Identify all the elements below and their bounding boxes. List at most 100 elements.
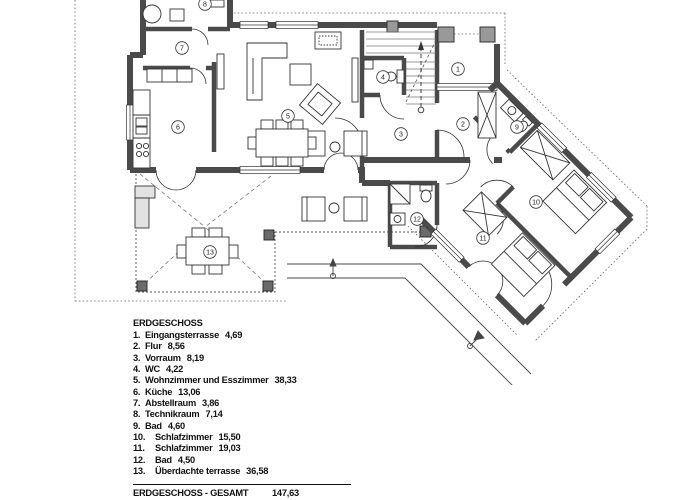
- ottoman: [298, 82, 342, 126]
- dining-set: [247, 119, 317, 167]
- terrace-post: [136, 280, 148, 292]
- room-area: 4,22: [166, 363, 184, 374]
- stove-burners: [135, 142, 150, 158]
- room-area: 36,58: [246, 465, 269, 476]
- room-marker: 1: [451, 62, 465, 76]
- kitchen-counter: [132, 68, 193, 169]
- terrace-post: [262, 280, 274, 292]
- room-marker-number: 4: [381, 75, 385, 82]
- room-name: WC: [145, 363, 160, 374]
- room-area: 4,60: [167, 420, 185, 431]
- room-area: 8,56: [167, 341, 185, 352]
- room-marker-circle: [281, 109, 295, 123]
- room-number: 6.: [133, 386, 141, 397]
- roof-overhang-outline: [74, 0, 648, 343]
- room-area: 19,03: [218, 443, 241, 454]
- room-area: 4,50: [177, 454, 195, 465]
- room-number: 13.: [133, 465, 146, 476]
- legend-total-value: 147,63: [272, 488, 299, 498]
- living-room-furniture: [216, 31, 368, 167]
- room-marker-number: 10: [532, 200, 540, 207]
- porch-piers: [386, 20, 496, 43]
- room-name: Technikraum: [145, 409, 200, 420]
- room-marker: 11: [476, 231, 490, 245]
- room-name: Vorraum: [145, 352, 181, 363]
- hall-wardrobe: [477, 91, 497, 139]
- room-marker-number: 12: [413, 217, 421, 224]
- room-number: 1.: [133, 329, 141, 340]
- outdoor-fireplace: [134, 185, 156, 229]
- legend-row: 9. Bad 4,60: [133, 421, 297, 432]
- room-marker-number: 11: [479, 236, 486, 243]
- room-marker: 7: [175, 41, 189, 55]
- room-number: 5.: [133, 375, 141, 386]
- room-marker-circle: [451, 62, 465, 76]
- windows: [126, 21, 498, 174]
- room-marker: 13: [203, 245, 217, 259]
- armchair: [343, 130, 368, 157]
- room-marker-number: 13: [206, 250, 214, 257]
- exterior-walls: [127, 0, 502, 186]
- staircase: [366, 31, 437, 114]
- room-marker-circle: [203, 245, 217, 259]
- legend-total: ERDGESCHOSS - GESAMT 147,63: [133, 484, 351, 498]
- room-area: 13,06: [178, 386, 201, 397]
- room-area: 7,14: [205, 409, 223, 420]
- room-number: 7.: [133, 397, 141, 408]
- room-name: Flur: [145, 341, 162, 352]
- room-name: Schlafzimmer: [155, 443, 213, 454]
- room-number: 2.: [133, 341, 141, 352]
- room-marker-circle: [376, 70, 390, 84]
- room-area: 4,69: [225, 329, 243, 340]
- legend-rows: 1. Eingangsterrasse 4,69 2. Flur 8,56 3. Vorrau…: [133, 330, 297, 477]
- sideboard: [351, 57, 359, 103]
- garden-walkway: [287, 257, 532, 389]
- room-number: 9.: [133, 420, 141, 431]
- washbasin: [363, 59, 374, 70]
- room-marker-number: 1: [456, 67, 460, 74]
- legend-row: 2. Flur 8,56: [133, 341, 297, 352]
- room-marker-circle: [410, 212, 424, 226]
- room-area: 8,19: [186, 352, 204, 363]
- room-name: Eingangsterrasse: [145, 329, 220, 340]
- room-name: Überdachte terrasse: [155, 465, 241, 476]
- room-marker-circle: [175, 41, 189, 55]
- room-marker-circle: [198, 0, 212, 11]
- room-marker: 4: [376, 70, 390, 84]
- room-name: Abstellraum: [145, 397, 196, 408]
- room-name: Bad: [145, 420, 162, 431]
- room-marker-number: 2: [461, 122, 465, 129]
- stair-walkline: [417, 41, 425, 114]
- room-marker: 3: [394, 127, 408, 141]
- legend-row: 3. Vorraum 8,19: [133, 353, 297, 364]
- terrace-post: [263, 229, 275, 241]
- room-marker-number: 8: [203, 2, 207, 9]
- legend-title: ERDGESCHOSS: [133, 318, 203, 328]
- room-marker-circle: [171, 120, 185, 134]
- tv-bench: [216, 53, 225, 90]
- bath12-fixtures: [389, 183, 433, 226]
- room-marker-circle: [456, 117, 470, 131]
- room-marker-number: 5: [286, 114, 290, 121]
- room-name: Bad: [155, 454, 172, 465]
- room-marker-circle: [529, 195, 543, 209]
- room-name: Wohnzimmer und Esszimmer: [145, 375, 269, 386]
- technikraum-equipment: [142, 0, 225, 24]
- room-marker: 2: [456, 117, 470, 131]
- room-number: 3.: [133, 352, 141, 363]
- bedroom-wing: [413, 80, 634, 326]
- room-marker-number: 3: [399, 132, 403, 139]
- room-number: 10.: [133, 431, 146, 442]
- bed: [490, 232, 556, 298]
